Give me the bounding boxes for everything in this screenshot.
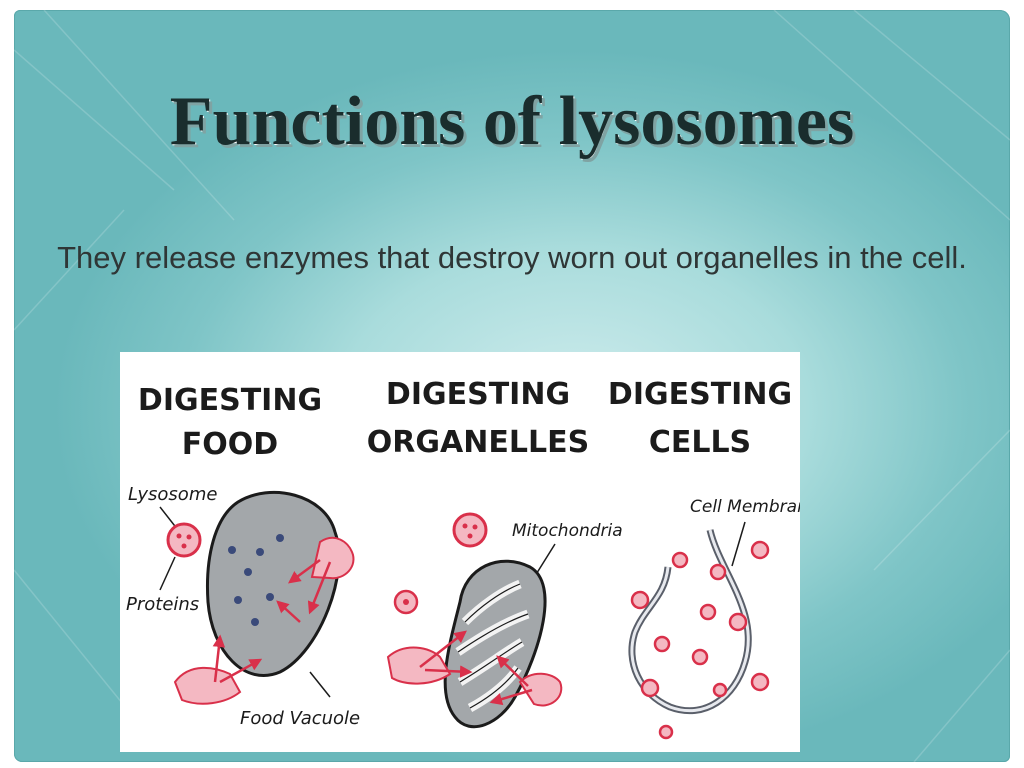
panel-digesting-cells: Cell Membrane [628,497,800,740]
lysosome-diagram: DIGESTING FOOD DIGESTING ORGANELLES DIGE… [120,352,800,752]
mitochondrion-shape [443,559,547,729]
food-vacuole-shape [206,490,341,677]
label-mitochondria: Mitochondria [512,521,623,541]
label-food-vacuole: Food Vacuole [240,708,360,729]
panel2-heading-line1: DIGESTING [386,377,570,412]
lysosome-shape [166,522,202,558]
slide-title: Functions of lysosomes [169,83,855,160]
label-proteins: Proteins [126,594,199,615]
panel3-heading-line2: CELLS [649,425,751,460]
label-lysosome: Lysosome [128,484,217,505]
panel3-heading-line1: DIGESTING [608,377,792,412]
panel1-heading-line1: DIGESTING [138,383,322,418]
label-cell-membrane: Cell Membrane [690,497,800,517]
panel-digesting-food: Lysosome Proteins [126,484,360,729]
paper-texture [14,10,1010,762]
slide-body-text: They release enzymes that destroy worn o… [57,240,967,275]
panel-digesting-organelles: Mitochondria [386,512,623,729]
panel1-heading-line2: FOOD [182,427,278,462]
panel2-heading-line2: ORGANELLES [367,425,589,460]
